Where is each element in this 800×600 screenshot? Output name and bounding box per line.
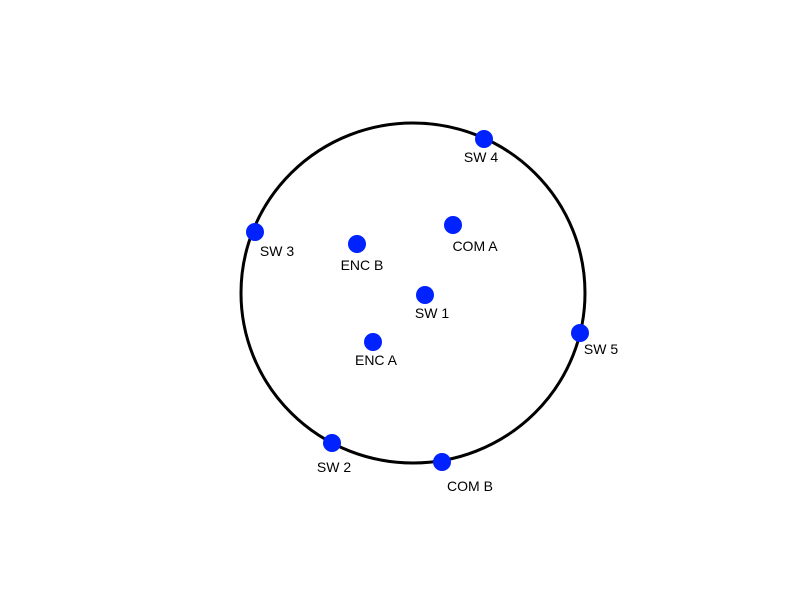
node-com-b: COM B [433,453,493,494]
node-label: COM A [452,238,498,254]
node-sw4: SW 4 [464,130,498,165]
node-sw5: SW 5 [571,324,618,357]
node-dot [444,216,462,234]
node-label: SW 5 [584,341,618,357]
node-label: COM B [447,478,493,494]
node-sw3: SW 3 [246,223,294,259]
node-enc-b: ENC B [341,235,384,273]
node-label: SW 1 [415,305,449,321]
node-dot [475,130,493,148]
ring-boundary [239,121,587,465]
node-dot [323,434,341,452]
node-enc-a: ENC A [355,333,398,368]
node-dot [348,235,366,253]
node-label: ENC B [341,257,384,273]
node-label: SW 2 [317,459,351,475]
node-dot [364,333,382,351]
node-label: SW 4 [464,149,498,165]
node-dot [571,324,589,342]
node-com-a: COM A [444,216,498,254]
node-dot [416,286,434,304]
node-sw2: SW 2 [317,434,351,475]
node-dot [433,453,451,471]
node-dot [246,223,264,241]
node-sw1: SW 1 [415,286,449,321]
node-label: SW 3 [260,243,294,259]
node-label: ENC A [355,352,398,368]
